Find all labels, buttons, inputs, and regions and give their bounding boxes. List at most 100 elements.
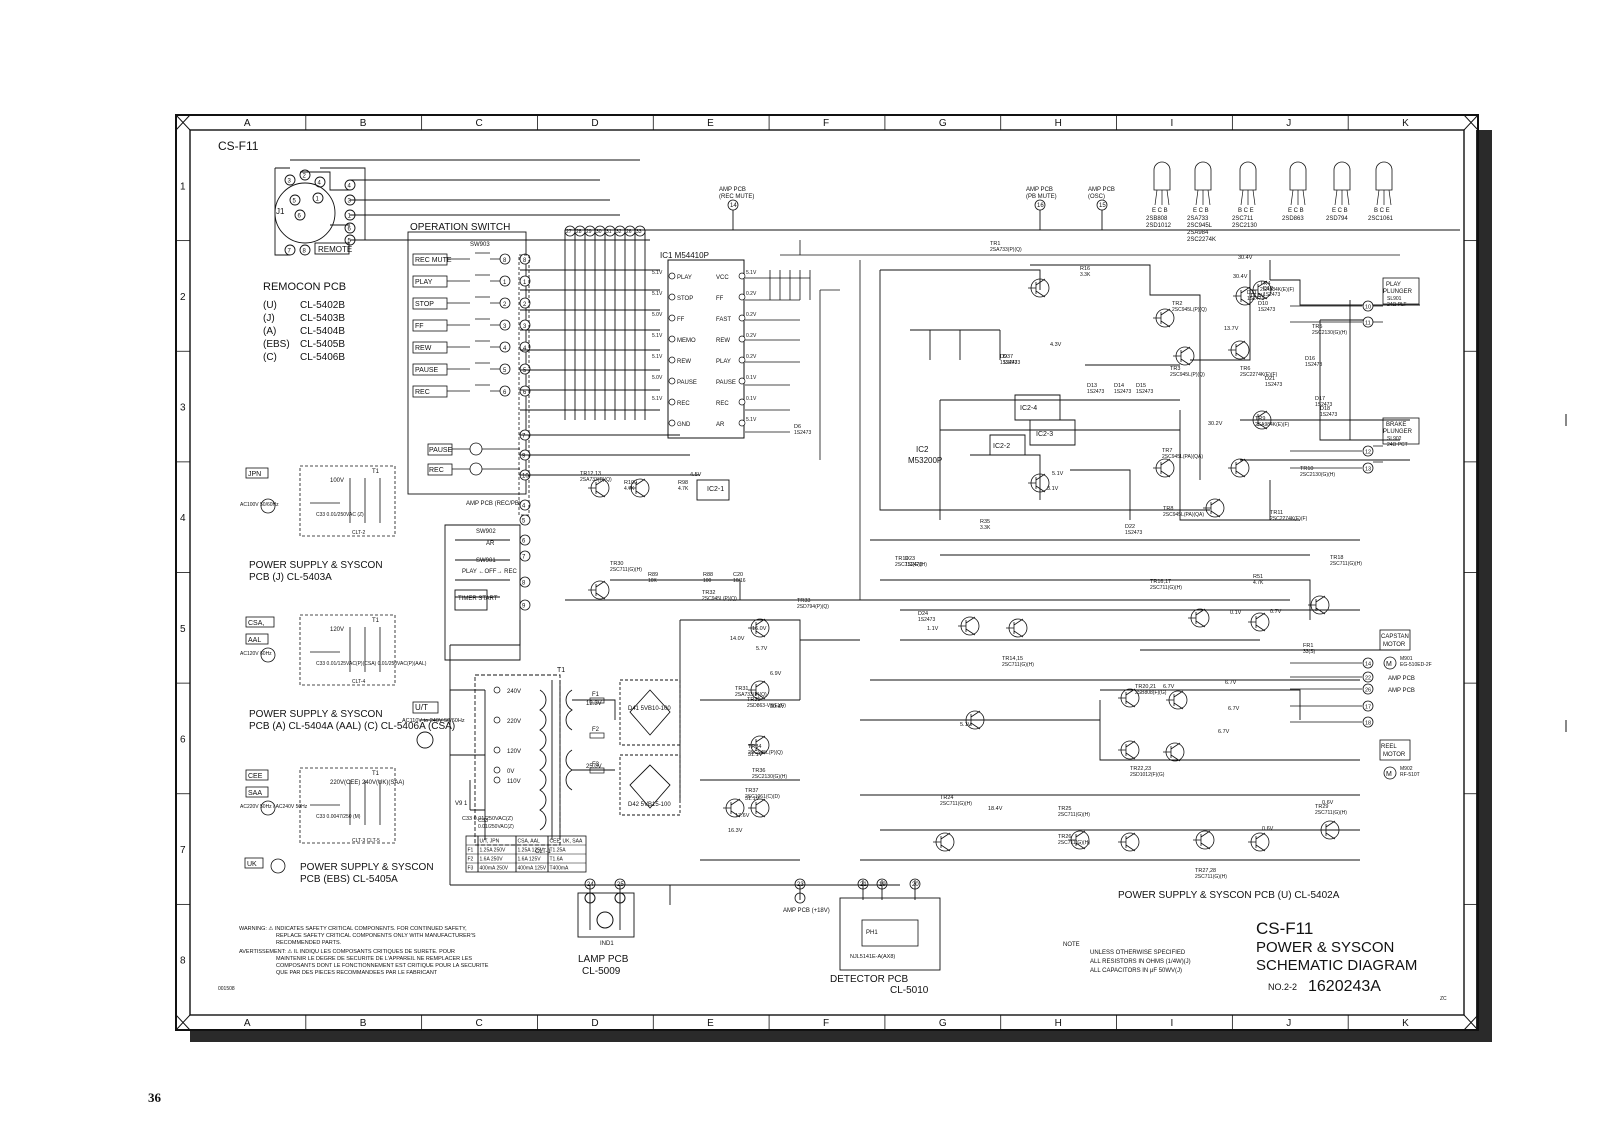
component-value: 4.7K: [678, 486, 689, 492]
transformer-tap-dot: [493, 766, 501, 774]
j1-right-pin-number: 4: [348, 184, 352, 190]
amp-conn-pin: [727, 199, 739, 211]
component-value: 2SC711(G)(H): [1058, 812, 1090, 818]
ic2-3-label: IC2-3: [1036, 431, 1053, 438]
right-conn-number: 22: [1365, 676, 1371, 682]
column-label-bottom-B: B: [360, 1018, 367, 1029]
component-value: 1S2473: [918, 617, 935, 623]
warning-en-line: RECOMMENDED PARTS.: [276, 940, 342, 946]
op-pin-circle: [499, 319, 511, 331]
component-ref: TR24: [940, 795, 953, 801]
fuse-symbol: [589, 767, 605, 774]
title-line2: POWER & SYSCON: [1256, 939, 1394, 956]
component-value: 1S2473: [1315, 402, 1332, 408]
fuse-label: F3: [592, 762, 600, 768]
op-j1-pin: [519, 363, 531, 375]
op-pin-number: 4: [503, 346, 507, 352]
transistor-package-icon: [1239, 161, 1257, 191]
transistor-leads: [1318, 820, 1336, 840]
supply-pcb-box: [299, 767, 396, 844]
component-ref: TR35: [747, 697, 760, 703]
remocon-title: REMOCON PCB: [263, 281, 346, 293]
solenoid-wire: [1373, 445, 1383, 463]
component-ref: R88: [703, 572, 713, 578]
j1-pin-number: 1: [316, 197, 320, 203]
middle-transistors: [588, 580, 1340, 852]
op-button-box: [412, 385, 448, 398]
supply-tag: JPN: [248, 471, 261, 478]
op-switch-contact: [447, 362, 505, 370]
fuse-table-header: CEE, UK, SAA: [550, 839, 583, 845]
ic1-right-voltage: 0.1V: [746, 396, 757, 402]
component-ref: TR16,17: [1150, 579, 1171, 585]
j1-lower-pin-number: 7: [522, 434, 526, 440]
voltage-readout: 6.9V: [770, 671, 782, 677]
component-ref: FR1: [1303, 643, 1313, 649]
motor-part: M901: [1400, 656, 1413, 662]
transistor-part: 2SC2130: [1232, 223, 1258, 229]
voltage-readout: 13.8V: [1250, 293, 1265, 299]
right-conn-pin: [1362, 445, 1374, 457]
transistor-part: 2SA733: [1187, 216, 1209, 222]
fuse-table-header: U/T, JPN: [480, 839, 500, 845]
component-value: 4.7K: [1253, 580, 1264, 586]
right-conn-label: AMP PCB: [1388, 688, 1415, 694]
voltage-readout: 5.7V: [756, 646, 768, 652]
title-sheet-no: NO.2-2: [1268, 982, 1297, 992]
j1-pin: [289, 194, 301, 206]
component-value: 1S2473: [905, 562, 922, 568]
op-pin-number: 6: [503, 390, 507, 396]
ic1-left-voltage: 5.1V: [652, 270, 663, 276]
component-value: 4.7K: [624, 486, 635, 492]
column-label-F: F: [823, 118, 829, 129]
column-label-bottom-D: D: [591, 1018, 598, 1029]
component-value: 2SC711(G)(H): [1150, 585, 1182, 591]
component-value: 10/16: [733, 578, 746, 584]
fuse-table-cell: T400mA: [550, 866, 570, 872]
j1-lower-pin: [519, 499, 531, 511]
op-pin-circle: [499, 253, 511, 265]
voltage-readout: 16.3V: [728, 828, 743, 834]
operation-switch-box: [407, 231, 527, 495]
bottom-connectors: [584, 878, 921, 904]
column-label-bottom-F: F: [823, 1018, 829, 1029]
transistor-leads: [1153, 458, 1171, 478]
op-lower-button-box: [427, 463, 453, 476]
sw901-mode-label: PLAY ←OFF→ REC: [462, 569, 517, 575]
column-label-bottom-E: E: [707, 1018, 714, 1029]
transistor-part: 2SB808: [1146, 216, 1168, 222]
transistor-leads: [1290, 189, 1306, 206]
fuse-table-cell: F2: [468, 857, 474, 863]
supply-pcb-box: [299, 465, 396, 537]
supply-title: POWER SUPPLY & SYSCON: [300, 862, 434, 873]
detector-pcb-part: CL-5010: [890, 985, 929, 996]
main-transformer: [416, 674, 681, 846]
note-heading: NOTE: [1063, 942, 1080, 948]
op-pin-number: 1: [503, 280, 507, 286]
component-ref: D10: [1258, 301, 1268, 307]
supply-tag-box: [245, 786, 269, 798]
component-value: 0.01/250VAC(Z): [478, 824, 514, 830]
component-ref: R89: [648, 572, 658, 578]
j1-top-pin-number: 32: [616, 229, 622, 235]
transistor-leads: [1166, 690, 1184, 710]
supply-cap: C33 0.01/250VAC (Z): [316, 512, 364, 518]
j1-dashed-block: [518, 254, 530, 516]
transistor-leads: [1153, 308, 1171, 328]
out-25v-label: 25.0V: [586, 764, 602, 770]
ic1-right-pin-dot: [738, 272, 746, 280]
transistor-leads: [1334, 189, 1350, 206]
component-ref: TR1: [990, 241, 1000, 247]
ut-input-spec: AC110V to 240V 50/60Hz: [402, 718, 465, 724]
component-ref: TR3: [1170, 366, 1180, 372]
op-j1-pin: [519, 297, 531, 309]
component-ref: TR37: [745, 788, 758, 794]
ic1-right-pin-dot: [738, 398, 746, 406]
component-value: 1S2473: [1125, 530, 1142, 536]
component-ref: TR26: [1058, 834, 1071, 840]
component-ref: TR6: [1240, 366, 1250, 372]
row-label-3: 3: [180, 403, 186, 414]
